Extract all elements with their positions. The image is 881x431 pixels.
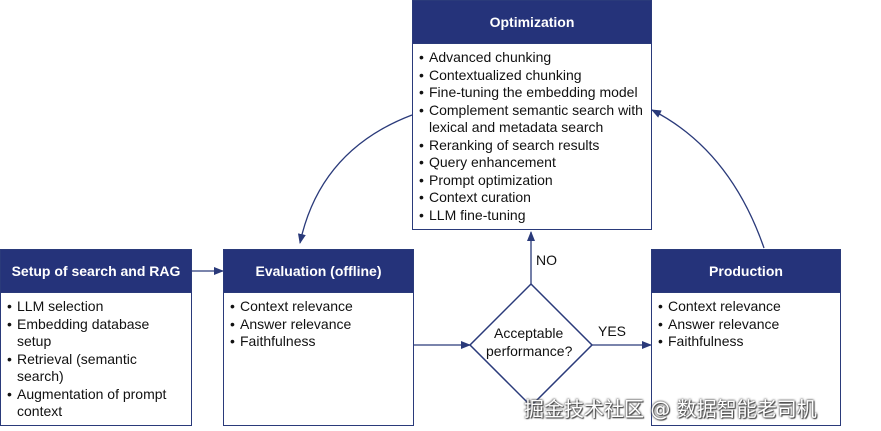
list-item: Reranking of search results xyxy=(419,137,645,155)
optimization-title: Optimization xyxy=(413,1,651,44)
setup-list: LLM selection Embedding database setup R… xyxy=(1,293,191,421)
setup-box: Setup of search and RAG LLM selection Em… xyxy=(0,249,192,426)
list-item: Context relevance xyxy=(658,298,834,316)
no-label: NO xyxy=(536,252,557,268)
watermark-text: 掘金技术社区 @ 数据智能老司机 xyxy=(524,397,817,421)
list-item: Augmentation of prompt context xyxy=(7,386,185,421)
setup-title: Setup of search and RAG xyxy=(1,250,191,293)
list-item: Context curation xyxy=(419,189,645,207)
arrow-optimization-to-evaluation xyxy=(297,114,413,244)
list-item: Embedding database setup xyxy=(7,316,185,351)
production-list: Context relevance Answer relevance Faith… xyxy=(652,293,840,351)
arrow-production-to-optimization xyxy=(651,109,765,249)
list-item: Fine-tuning the embedding model xyxy=(419,84,645,102)
list-item: Retrieval (semantic search) xyxy=(7,351,185,386)
evaluation-box: Evaluation (offline) Context relevance A… xyxy=(223,249,414,426)
optimization-list: Advanced chunking Contextualized chunkin… xyxy=(413,44,651,224)
optimization-box: Optimization Advanced chunking Contextua… xyxy=(412,0,652,230)
list-item: Faithfulness xyxy=(230,333,407,351)
list-item: Advanced chunking xyxy=(419,49,645,67)
evaluation-title: Evaluation (offline) xyxy=(224,250,413,293)
list-item: Context relevance xyxy=(230,298,407,316)
list-item: Contextualized chunking xyxy=(419,67,645,85)
production-title: Production xyxy=(652,250,840,293)
list-item: Query enhancement xyxy=(419,154,645,172)
list-item: LLM fine-tuning xyxy=(419,207,645,225)
list-item: LLM selection xyxy=(7,298,185,316)
decision-label-line2: performance? xyxy=(486,343,573,359)
yes-label: YES xyxy=(598,323,627,339)
production-box: Production Context relevance Answer rele… xyxy=(651,249,841,426)
list-item: Complement semantic search with lexical … xyxy=(419,102,645,137)
decision-label-line1: Acceptable xyxy=(494,325,564,341)
list-item: Answer relevance xyxy=(658,316,834,334)
list-item: Faithfulness xyxy=(658,333,834,351)
list-item: Answer relevance xyxy=(230,316,407,334)
evaluation-list: Context relevance Answer relevance Faith… xyxy=(224,293,413,351)
decision-diamond xyxy=(468,282,594,408)
list-item: Prompt optimization xyxy=(419,172,645,190)
